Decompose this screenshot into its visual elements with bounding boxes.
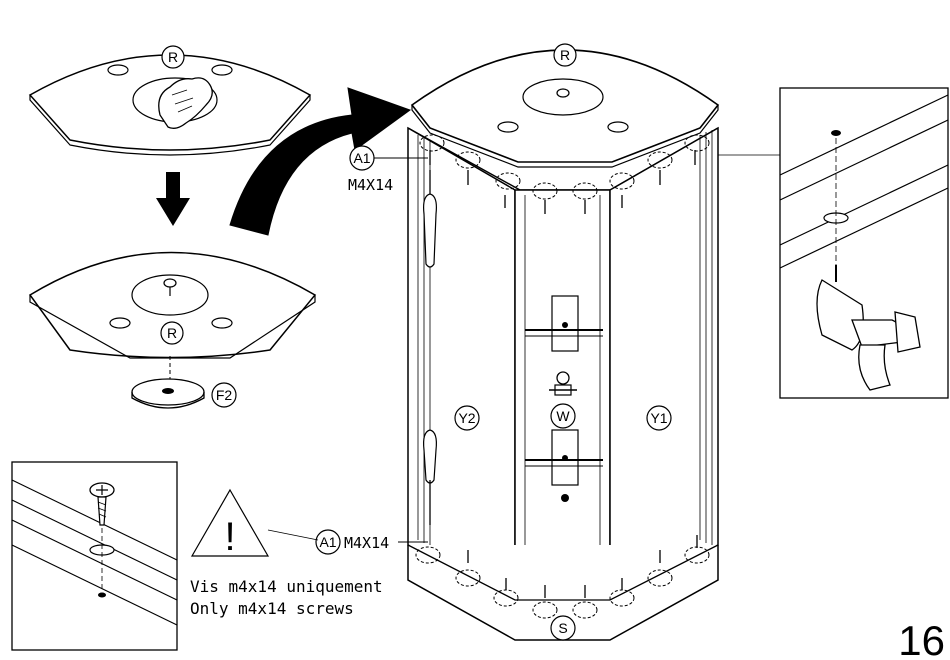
roof-wipe-step: R [30, 46, 310, 155]
note-line-en: Only m4x14 screws [190, 599, 354, 618]
screw-callout-bottom-size: M4X14 [344, 534, 389, 552]
screw-callout-bottom-id: A1 [319, 534, 336, 550]
roof-panel-main [412, 50, 718, 162]
warning-note: ! Vis m4x14 uniquement Only m4x14 screws [190, 490, 383, 618]
base-label: S [558, 620, 567, 636]
screw-detail-inset [12, 462, 177, 650]
panel-right-label: Y1 [650, 410, 667, 426]
shower-enclosure: R W [408, 44, 718, 640]
roof-label-middle: R [167, 325, 177, 341]
knob-icon [164, 279, 176, 287]
screw-callout-bottom: A1 M4X14 [268, 530, 428, 554]
warning-symbol: ! [224, 515, 235, 559]
washer-icon [132, 379, 204, 408]
down-arrow-icon [156, 172, 190, 226]
screw-callout-top-id: A1 [353, 150, 370, 166]
roof-knob-step: R F2 [30, 253, 315, 409]
drill-detail-inset [718, 88, 948, 398]
note-line-fr: Vis m4x14 uniquement [190, 577, 383, 596]
panel-right [610, 128, 718, 600]
screw-callout-top-size: M4X14 [348, 176, 393, 194]
column-label: W [556, 408, 570, 424]
page-number: 16 [898, 617, 945, 660]
roof-label-main: R [560, 47, 570, 63]
washer-label: F2 [216, 387, 233, 403]
roof-label-top: R [168, 49, 178, 65]
panel-left-label: Y2 [458, 410, 475, 426]
